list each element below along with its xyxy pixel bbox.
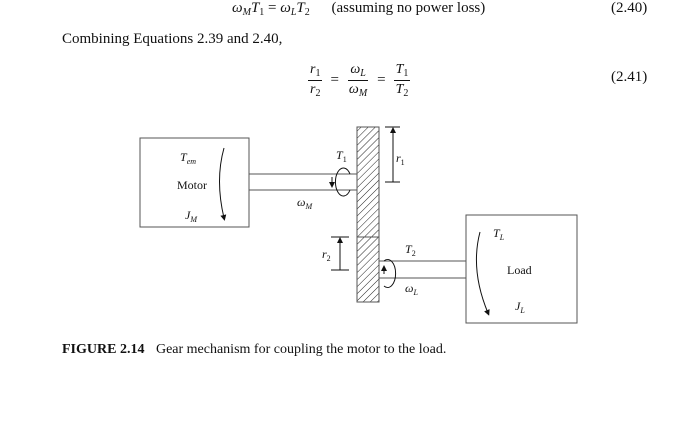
r1: r [310, 62, 316, 77]
sub: 2 [403, 88, 409, 99]
label-omega-m: ωM [297, 195, 313, 211]
sub: M [358, 88, 368, 99]
label-tem: Tem [180, 150, 196, 166]
figure-caption: FIGURE 2.14 Gear mechanism for coupling … [62, 342, 446, 358]
label-omega-l: ωL [405, 281, 418, 297]
sub: L [290, 7, 297, 18]
omega-m: ω [348, 82, 359, 97]
sub: 2 [304, 7, 310, 18]
omega-m: ω [232, 0, 243, 16]
load-box [465, 214, 578, 324]
label-r1: r1 [396, 151, 405, 167]
sub: M [242, 7, 251, 18]
motor-shaft [248, 173, 358, 191]
caption-label: FIGURE 2.14 [62, 342, 145, 357]
label-t1: T1 [336, 148, 347, 164]
equals: = [377, 72, 386, 88]
t1: T [395, 62, 404, 77]
equals: = [330, 72, 339, 88]
sub: 1 [259, 7, 265, 18]
caption-text: Gear mechanism for coupling the motor to… [155, 342, 447, 357]
equation-2-40: ωMT1 = ωLT2 (assuming no power loss) [232, 0, 485, 18]
label-r2: r2 [322, 247, 331, 263]
label-tl: TL [493, 226, 505, 242]
load-torque-arrow [475, 231, 490, 316]
equation-note: (assuming no power loss) [331, 0, 486, 16]
t1: T [250, 0, 260, 16]
equals: = [268, 0, 277, 16]
sub: 1 [315, 68, 321, 79]
motor-label: Motor [177, 178, 207, 192]
label-jl: JL [515, 299, 525, 315]
equation-number-2-41: (2.41) [611, 69, 648, 85]
gear-2 [356, 236, 380, 303]
load-label: Load [507, 263, 532, 277]
sub: L [360, 68, 366, 79]
gear-1 [356, 126, 380, 238]
omega-l: ω [280, 0, 291, 16]
sub: 2 [315, 88, 321, 99]
equation-number-2-40: (2.40) [611, 0, 648, 16]
sub: 1 [403, 68, 409, 79]
r2: r [310, 82, 316, 97]
t2: T [395, 82, 404, 97]
motor-torque-arrow [219, 147, 227, 221]
label-t2: T2 [405, 242, 416, 258]
t2-rotation-arrow [383, 259, 397, 288]
omega-l: ω [350, 62, 361, 77]
t1-rotation-arrow [334, 167, 351, 197]
load-shaft [378, 260, 467, 279]
label-jm: JM [185, 208, 198, 224]
t2: T [296, 0, 305, 16]
paragraph-text: Combining Equations 2.39 and 2.40, [62, 31, 283, 47]
